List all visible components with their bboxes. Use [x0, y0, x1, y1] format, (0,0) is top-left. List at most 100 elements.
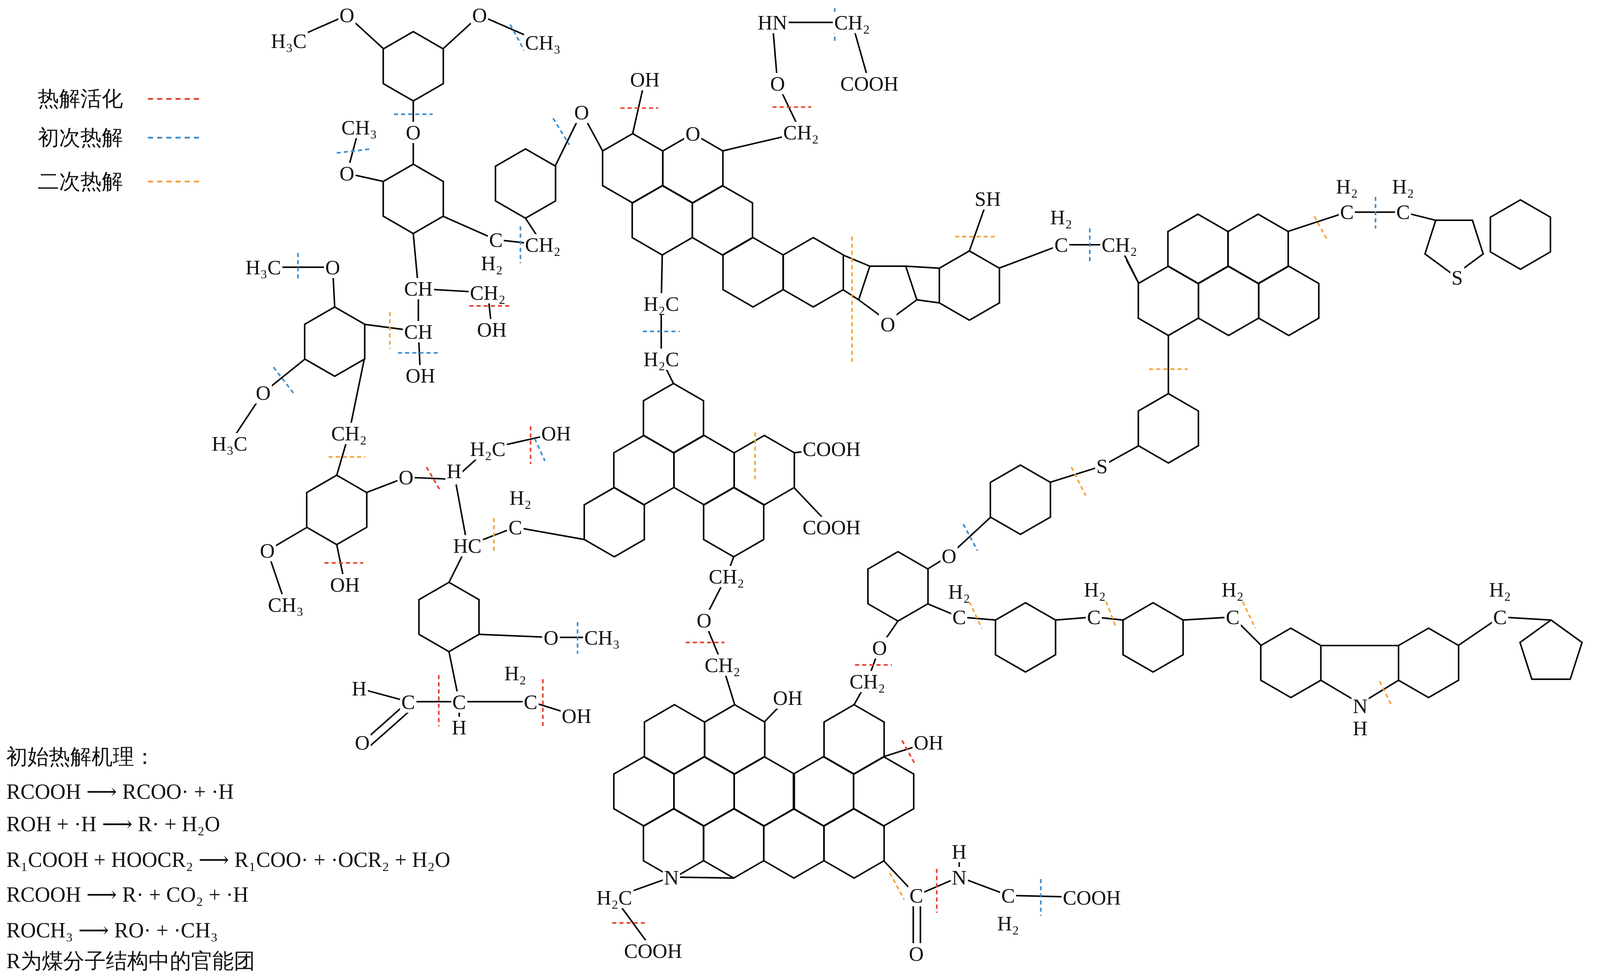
atom-label: OH	[404, 365, 437, 387]
atom-label: C	[1394, 201, 1411, 223]
activation-cleavage-marks	[426, 467, 441, 492]
atom-label: H₂	[1220, 579, 1246, 601]
atom-label: H	[350, 677, 368, 700]
bond-lines	[229, 15, 1552, 954]
atom-label: CH₃	[266, 594, 305, 616]
secondary-cleavage-marks	[955, 235, 997, 238]
aromatic-rings	[703, 487, 764, 557]
aromatic-rings	[692, 185, 753, 256]
aromatic-rings	[418, 582, 479, 652]
atom-label: C	[1085, 606, 1102, 628]
aromatic-rings	[643, 383, 704, 453]
atom-label: O	[338, 4, 356, 26]
secondary-cleavage-marks	[1379, 681, 1393, 706]
bond-lines	[671, 877, 734, 879]
atom-label: OH	[560, 705, 593, 727]
atom-label: H₂	[995, 912, 1021, 935]
primary-cleavage-marks	[552, 118, 570, 145]
legend-samples	[148, 180, 199, 183]
aromatic-rings	[1398, 628, 1459, 698]
atom-label: H	[445, 460, 463, 482]
mechanism-text: RCOOH ⟶ RCOO· + ·H	[4, 780, 236, 804]
atom-label: CH	[402, 321, 434, 343]
atom-label: O	[572, 101, 591, 124]
atom-label: CH₃	[582, 627, 621, 649]
bond-lines	[842, 289, 859, 300]
aromatic-rings	[584, 487, 644, 557]
atom-label: S	[1450, 267, 1465, 289]
atom-label: H₂	[508, 487, 533, 509]
atom-label: H	[450, 716, 468, 739]
aromatic-rings	[613, 756, 674, 827]
legend-samples	[148, 136, 199, 139]
aromatic-rings	[644, 704, 705, 774]
atom-label: OH	[912, 732, 945, 754]
aromatic-rings	[853, 756, 914, 827]
atom-label: C	[1053, 234, 1070, 256]
atom-label: O	[769, 73, 787, 95]
atom-label: CH₂	[1100, 234, 1139, 256]
legend-samples	[148, 98, 199, 100]
atom-label: CH₃	[340, 116, 379, 139]
atom-label: OH	[628, 68, 661, 91]
atom-label: CH₂	[523, 234, 562, 256]
secondary-cleavage-marks	[328, 456, 366, 458]
atom-label: OH	[328, 574, 361, 596]
atom-label: O	[695, 609, 713, 632]
activation-cleavage-marks	[542, 679, 544, 726]
atom-label: CH₂	[329, 422, 368, 445]
primary-cleavage-marks	[576, 622, 579, 654]
atom-label: O	[878, 313, 897, 336]
primary-cleavage-marks	[642, 330, 680, 333]
five-rings	[1520, 620, 1582, 680]
bond-lines	[478, 634, 552, 638]
aromatic-rings	[1122, 602, 1183, 673]
aromatic-rings	[1227, 214, 1288, 284]
aromatic-rings	[939, 251, 1000, 321]
aromatic-rings	[995, 602, 1056, 673]
primary-cleavage-marks	[1088, 228, 1091, 262]
atom-label: H₃C	[269, 30, 309, 52]
atom-label: OH	[475, 319, 508, 341]
atom-label: CH₂	[468, 282, 507, 304]
bond-lines	[1287, 212, 1347, 232]
legend-text: 热解活化	[37, 88, 124, 110]
aromatic-rings	[304, 31, 1551, 879]
bond-lines	[905, 266, 940, 269]
atom-label: CH₂	[703, 654, 742, 676]
secondary-cleavage-marks	[1242, 601, 1256, 629]
aromatic-rings	[1198, 266, 1259, 336]
secondary-cleavage-marks	[1106, 601, 1117, 629]
aromatic-rings	[823, 704, 884, 774]
atom-label: H₃C	[210, 433, 249, 455]
atom-label: C	[487, 229, 504, 251]
atom-label: COOH	[839, 73, 900, 95]
aromatic-rings	[1260, 628, 1321, 698]
aromatic-rings	[823, 808, 884, 879]
aromatic-rings	[632, 185, 692, 256]
atom-label: HC	[451, 535, 483, 557]
atom-label: H₂	[1334, 175, 1360, 198]
aromatic-rings	[673, 435, 734, 505]
atom-label: O	[254, 382, 272, 404]
activation-cleavage-marks	[772, 106, 812, 108]
bond-lines	[1167, 335, 1170, 394]
atom-label: N	[950, 867, 968, 889]
atom-label: H₂	[479, 252, 505, 274]
aromatic-rings	[867, 551, 928, 621]
aromatic-rings	[703, 808, 764, 879]
atom-label: COOH	[1061, 887, 1123, 909]
activation-cleavage-marks	[855, 664, 893, 667]
aromatic-rings	[793, 756, 854, 827]
aromatic-rings	[383, 164, 443, 234]
bond-lines	[999, 244, 1062, 269]
activation-cleavage-marks	[935, 869, 938, 913]
primary-cleavage-marks	[296, 253, 299, 282]
primary-cleavage-marks	[336, 148, 372, 153]
atom-label: COOH	[801, 438, 863, 460]
atom-label: O	[907, 943, 925, 965]
atom-label: H	[950, 841, 968, 863]
atom-label: H₂	[1082, 579, 1108, 601]
activation-cleavage-marks	[685, 641, 725, 644]
atom-label: H₂	[1049, 206, 1074, 229]
